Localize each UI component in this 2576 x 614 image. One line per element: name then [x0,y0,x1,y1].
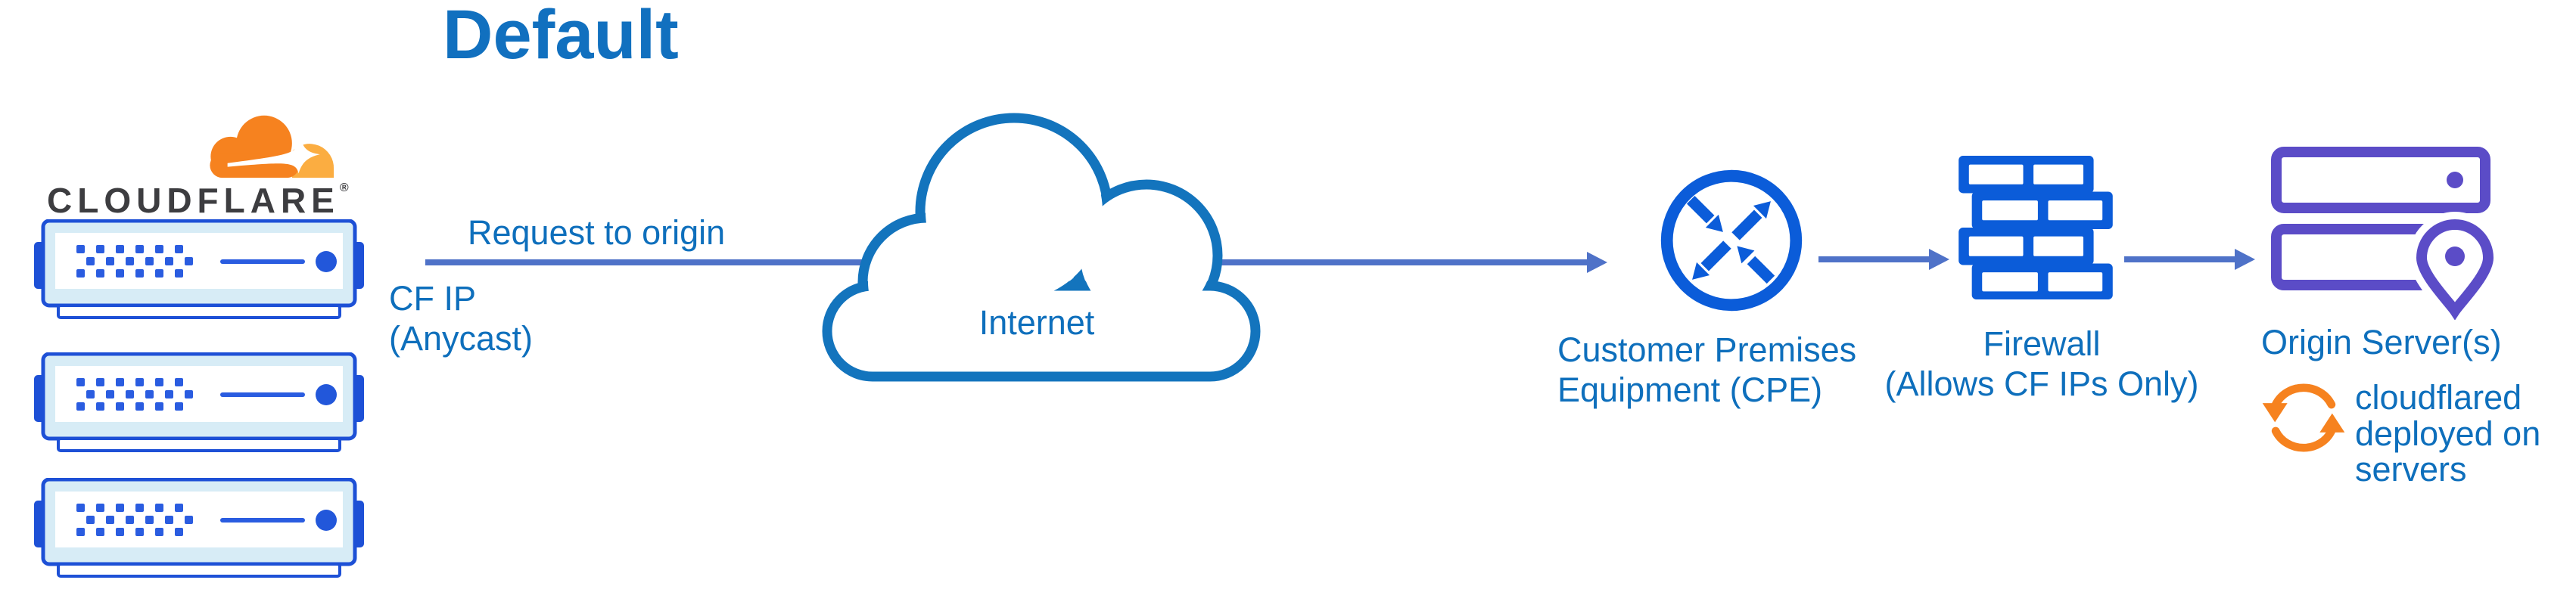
firewall-label-line2: (Allows CF IPs Only) [1884,364,2199,404]
firewall-label-line1: Firewall [1983,324,2101,363]
internet-cloud-icon [822,113,1261,382]
request-to-origin-label: Request to origin [468,213,726,252]
edge-server-icon [33,352,366,458]
internet-label: Internet [978,303,1095,342]
arrowhead-icon [1929,249,1949,270]
firewall-icon [1958,156,2113,299]
flow-arrow [2124,256,2235,262]
edge-server-icon [33,478,366,584]
cpe-router-icon [1654,163,1809,318]
arrowhead-icon [1587,252,1607,273]
cloudflared-note: cloudflared deployed on servers [2355,380,2540,488]
cloudflared-note-line3: servers [2355,450,2467,489]
cpe-label-line1: Customer Premises [1557,330,1857,369]
cf-ip-line1: CF IP [389,279,477,318]
origin-servers-icon [2270,146,2497,320]
firewall-label: Firewall (Allows CF IPs Only) [1883,324,2201,404]
cloudflared-note-line1: cloudflared [2355,378,2522,417]
cf-ip-label: CF IP (Anycast) [389,278,533,358]
cloudflare-logo-icon [191,110,340,180]
cf-ip-line2: (Anycast) [389,319,534,358]
cloudflared-note-line2: deployed on [2355,414,2541,453]
edge-server-icon [33,219,366,325]
registered-mark: ® [339,181,349,194]
cpe-label: Customer Premises Equipment (CPE) [1557,330,1856,410]
cloudflare-wordmark: CLOUDFLARE® [47,180,349,221]
arrowhead-icon [2235,249,2255,270]
sync-arrows-icon [2255,380,2352,456]
page-title: Default [443,0,679,73]
cloudflare-wordmark-text: CLOUDFLARE [47,181,340,220]
origin-label: Origin Server(s) [2261,323,2502,361]
flow-arrow [1818,256,1929,262]
cpe-label-line2: Equipment (CPE) [1557,371,1823,410]
